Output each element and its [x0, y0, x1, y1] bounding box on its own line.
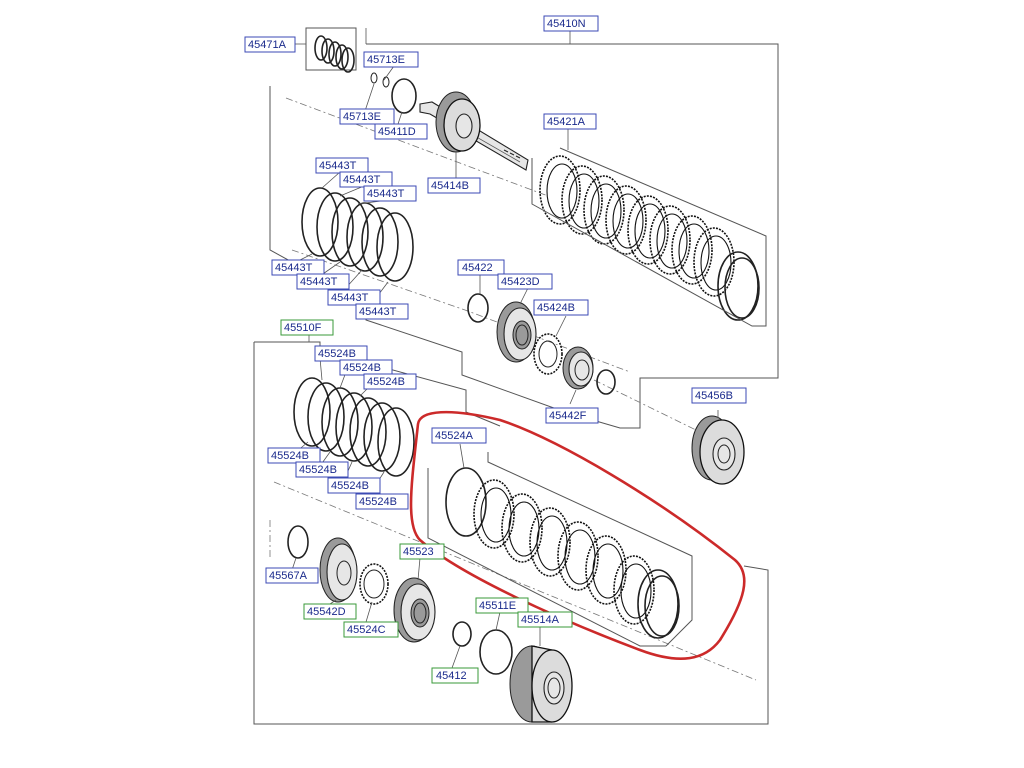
retainer-ring-set-part	[293, 377, 415, 477]
part-label: 45414B	[427, 177, 481, 194]
part-label: 45443T	[296, 273, 350, 290]
svg-text:45524B: 45524B	[359, 496, 397, 508]
part-label: 45422	[457, 259, 505, 276]
svg-text:45443T: 45443T	[275, 262, 313, 274]
snap-ring-part	[452, 621, 472, 647]
svg-text:45443T: 45443T	[300, 276, 338, 288]
part-label: 45443T	[271, 259, 325, 276]
svg-text:45410N: 45410N	[547, 18, 586, 30]
svg-text:45443T: 45443T	[319, 160, 357, 172]
seal-ring-part	[479, 629, 513, 675]
snap-ring-part	[596, 369, 616, 395]
part-label: 45514A	[517, 611, 573, 628]
part-label: 45523	[399, 543, 445, 560]
svg-text:45523: 45523	[403, 546, 434, 558]
return-spring-part	[359, 563, 389, 605]
svg-text:45443T: 45443T	[343, 174, 381, 186]
small-o-ring-part	[370, 72, 378, 84]
snap-ring-part	[391, 78, 417, 114]
hub-gear-part	[691, 415, 745, 485]
clutch-disc-set-part	[427, 452, 693, 647]
part-label: 45423D	[497, 273, 553, 290]
piston-part	[393, 577, 436, 643]
part-label: 45713E	[339, 108, 395, 125]
svg-text:45471A: 45471A	[248, 39, 287, 51]
svg-text:45524B: 45524B	[367, 376, 405, 388]
part-label: 45443T	[355, 303, 409, 320]
part-label: 45713E	[363, 51, 419, 68]
part-label: 45412	[431, 667, 479, 684]
part-label: 45421A	[543, 113, 597, 130]
return-spring-part	[533, 333, 563, 375]
part-label: 45524B	[295, 461, 349, 478]
part-label: 45443T	[327, 289, 381, 306]
part-label: 45410N	[543, 15, 599, 32]
svg-text:45442F: 45442F	[549, 410, 587, 422]
part-label: 45471A	[244, 36, 296, 53]
svg-text:45524B: 45524B	[331, 480, 369, 492]
part-label: 45524B	[355, 493, 409, 510]
svg-text:45524C: 45524C	[347, 624, 386, 636]
part-label: 45411D	[374, 123, 428, 140]
svg-text:45713E: 45713E	[343, 111, 381, 123]
svg-text:45567A: 45567A	[269, 570, 308, 582]
svg-text:45524B: 45524B	[271, 450, 309, 462]
highlight-outline	[409, 410, 746, 661]
svg-text:45414B: 45414B	[431, 180, 469, 192]
part-label: 45510F	[280, 319, 334, 336]
snap-ring-part	[287, 525, 309, 559]
svg-text:45511E: 45511E	[479, 600, 516, 612]
clutch-drum-part	[509, 645, 573, 723]
svg-text:45412: 45412	[436, 670, 467, 682]
retainer-part	[562, 346, 594, 390]
svg-text:45456B: 45456B	[695, 390, 733, 402]
svg-text:45713E: 45713E	[367, 54, 405, 66]
svg-text:45510F: 45510F	[284, 322, 322, 334]
part-label: 45524B	[267, 447, 321, 464]
part-label: 45524A	[431, 427, 487, 444]
part-label: 45424B	[533, 299, 589, 316]
input-shaft-part	[419, 91, 529, 171]
svg-text:45411D: 45411D	[378, 126, 416, 138]
svg-text:45524B: 45524B	[318, 348, 356, 360]
part-label: 45511E	[475, 597, 529, 614]
part-label: 45524B	[363, 373, 417, 390]
svg-text:45424B: 45424B	[537, 302, 575, 314]
part-label: 45524B	[327, 477, 381, 494]
part-label: 45442F	[545, 407, 599, 424]
small-o-ring-part	[382, 76, 390, 88]
spring-pack-part	[314, 35, 355, 73]
part-label: 45443T	[315, 157, 369, 174]
piston-plate-part	[319, 537, 358, 603]
part-label: 45524B	[339, 359, 393, 376]
svg-text:45524B: 45524B	[299, 464, 337, 476]
part-label: 45524B	[314, 345, 368, 362]
svg-text:45443T: 45443T	[331, 292, 369, 304]
clutch-disc-set-part	[531, 147, 767, 327]
part-label: 45443T	[363, 185, 417, 202]
retainer-ring-set-part	[301, 187, 414, 282]
part-label: 45443T	[339, 171, 393, 188]
part-label: 45542D	[303, 603, 357, 620]
svg-text:45542D: 45542D	[307, 606, 346, 618]
svg-text:45443T: 45443T	[367, 188, 405, 200]
svg-text:45524B: 45524B	[343, 362, 381, 374]
part-label: 45524C	[343, 621, 399, 638]
svg-text:45514A: 45514A	[521, 614, 560, 626]
piston-part	[496, 301, 537, 363]
svg-text:45443T: 45443T	[359, 306, 397, 318]
svg-text:45423D: 45423D	[501, 276, 540, 288]
part-label: 45567A	[265, 567, 319, 584]
svg-text:45422: 45422	[462, 262, 493, 274]
snap-ring-part	[467, 293, 489, 323]
svg-text:45524A: 45524A	[435, 430, 474, 442]
part-label: 45456B	[691, 387, 747, 404]
svg-text:45421A: 45421A	[547, 116, 586, 128]
